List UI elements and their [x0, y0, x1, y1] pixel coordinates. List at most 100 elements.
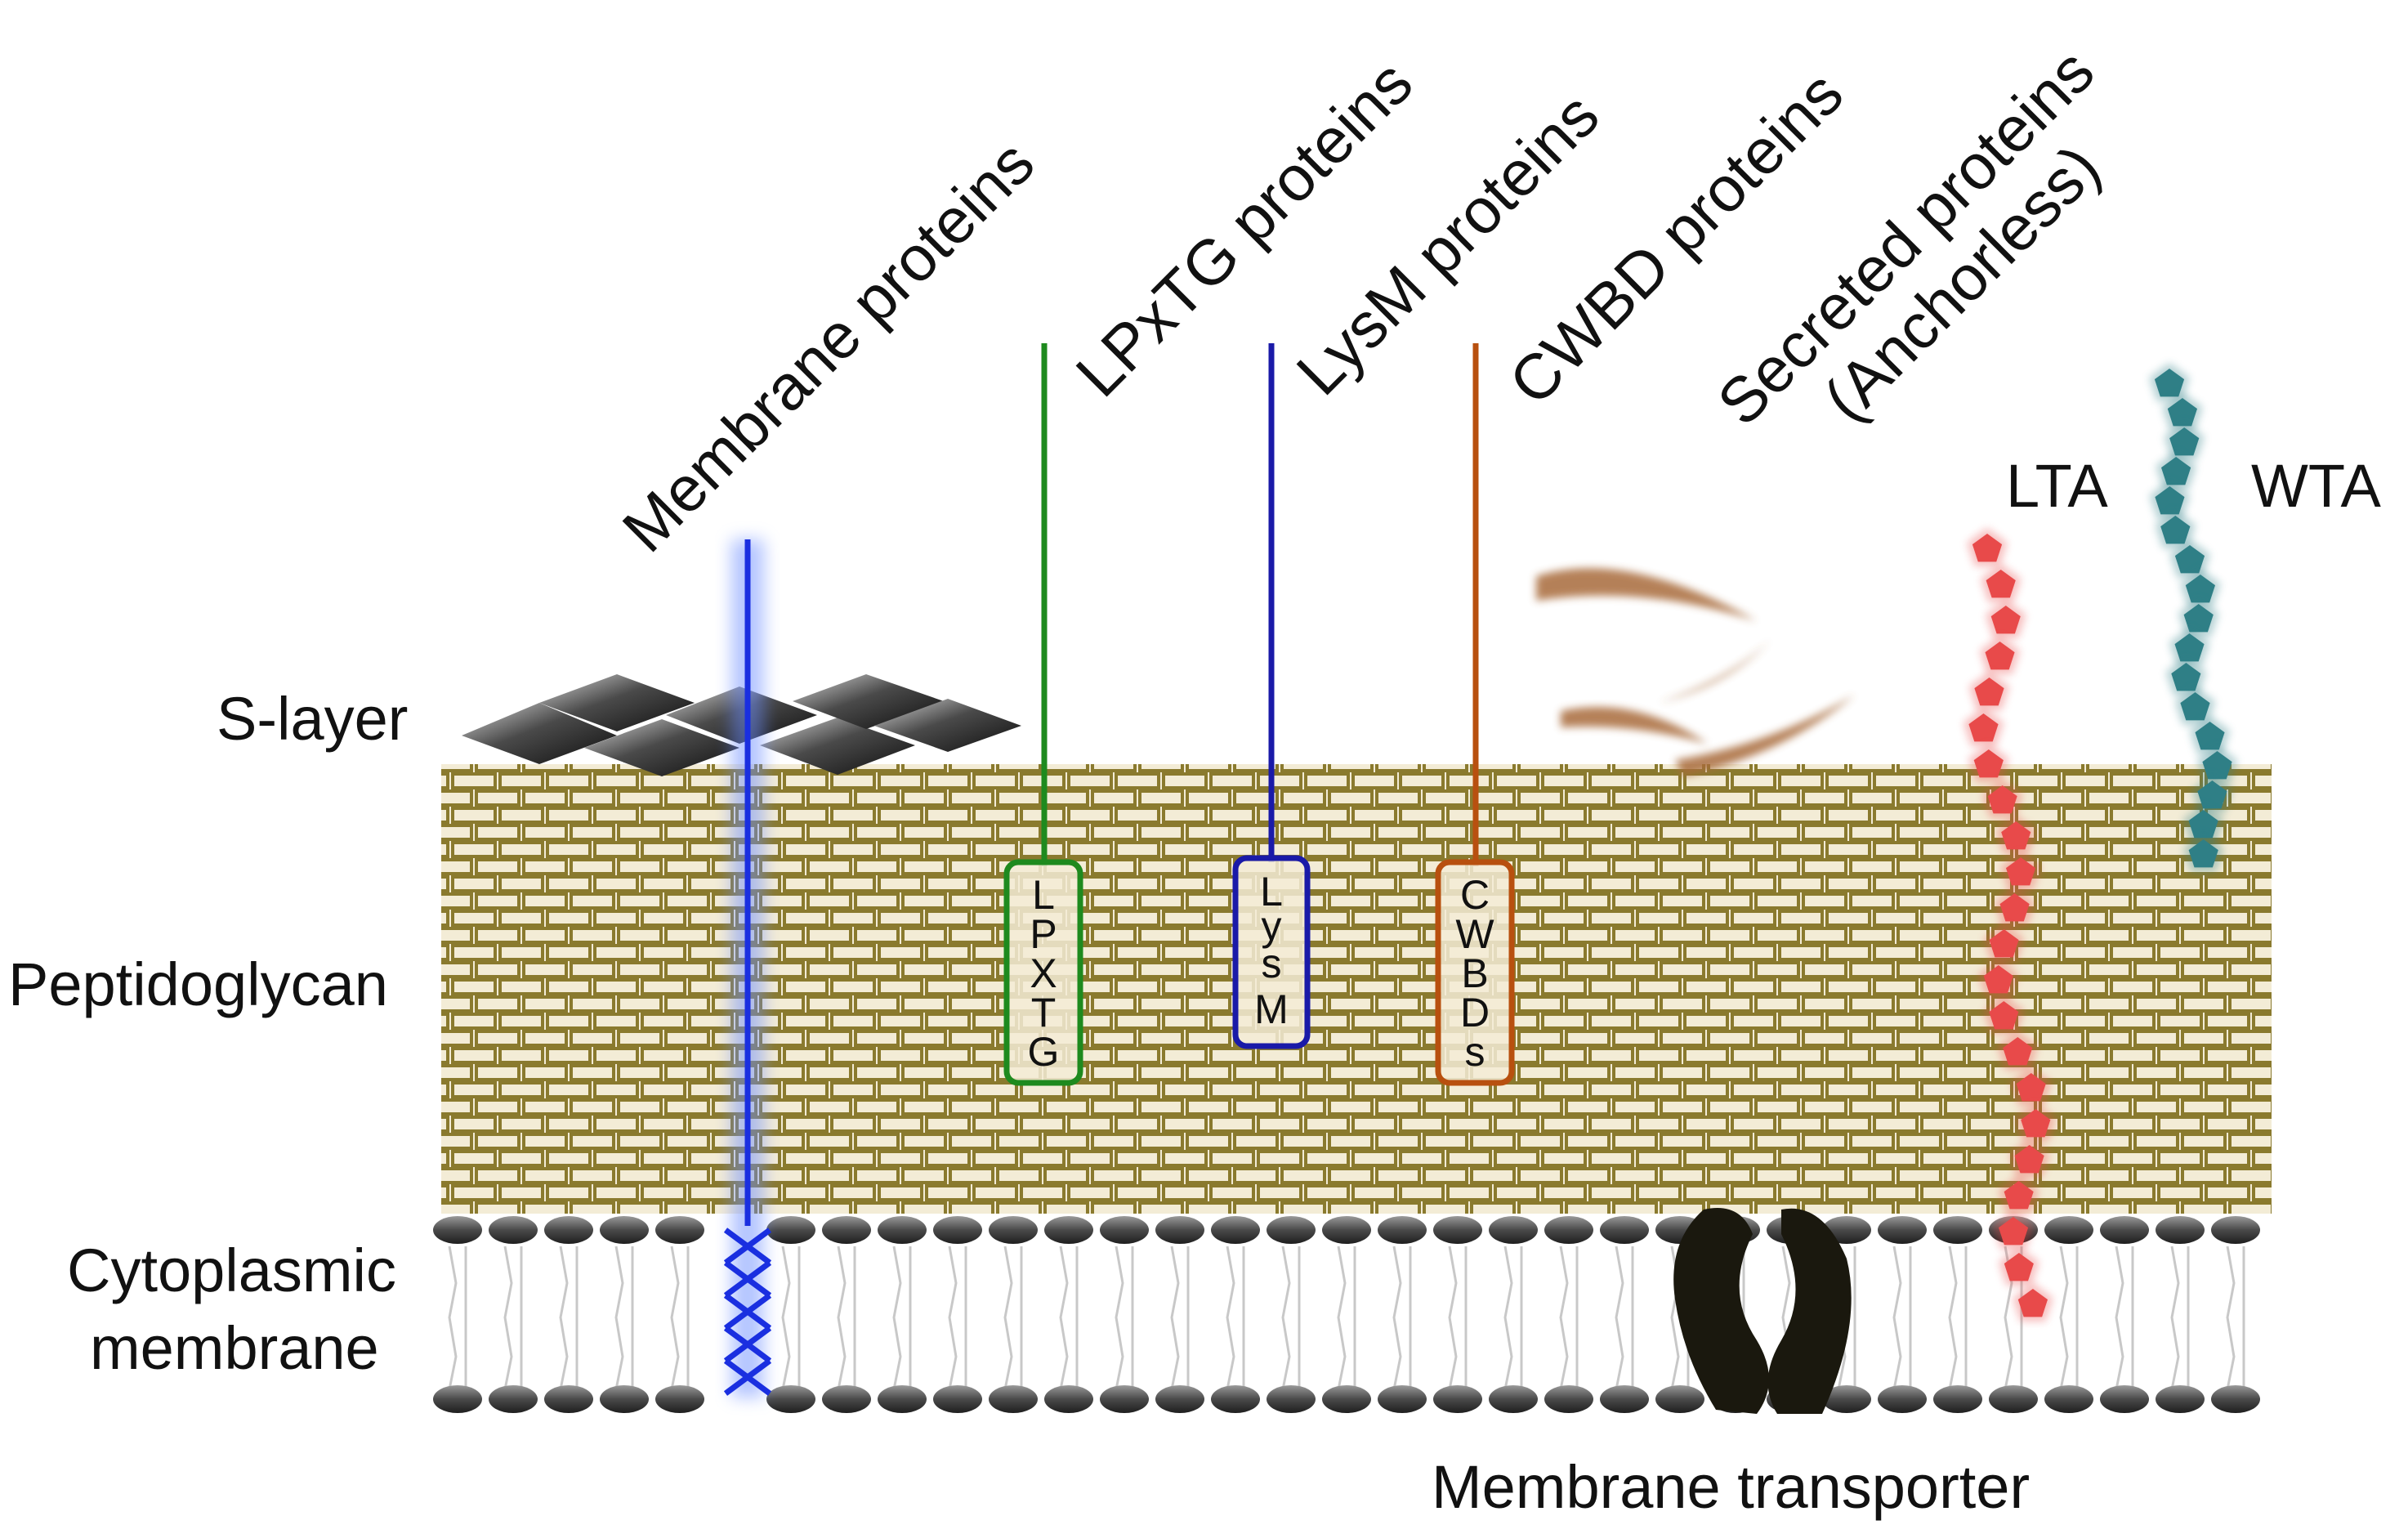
lipid-head: [600, 1385, 649, 1413]
wta-unit: [2174, 633, 2205, 662]
wta-unit: [2197, 780, 2227, 809]
lta-unit: [1983, 965, 2013, 994]
lipid-head: [1433, 1385, 1482, 1413]
lipid-head: [1544, 1216, 1593, 1244]
wta-unit: [2185, 575, 2215, 603]
lipid-head: [1044, 1216, 1093, 1244]
wta-unit: [2188, 810, 2218, 839]
lysm-letter-3: s: [1262, 941, 1282, 986]
wta-unit: [2161, 457, 2191, 485]
lipid-head: [1378, 1385, 1427, 1413]
lipid-head: [1933, 1216, 1982, 1244]
wta-unit: [2155, 486, 2185, 515]
lipid-head: [2044, 1385, 2093, 1413]
cwbd-letter-3: B: [1461, 950, 1488, 996]
label-wta: WTA: [2251, 452, 2382, 520]
cwbd-box: C W B D s: [1435, 859, 1515, 1086]
lta-unit: [2016, 1073, 2046, 1102]
lipid-head: [1489, 1385, 1538, 1413]
lipid-tail: [1170, 1246, 1180, 1390]
lipid-head: [1211, 1216, 1260, 1244]
lipid-head: [1044, 1385, 1093, 1413]
lipid-head: [489, 1216, 538, 1244]
lipid-head: [766, 1385, 815, 1413]
membrane-protein: [723, 539, 772, 1398]
label-s-layer: S-layer: [217, 685, 408, 753]
s-layer-tiles: [462, 674, 1021, 776]
membrane-transporter: [1673, 1208, 1852, 1414]
lipid-head: [822, 1385, 871, 1413]
lipid-head: [1489, 1216, 1538, 1244]
cwbd-letter-5: s: [1465, 1029, 1485, 1075]
lipid-head: [600, 1216, 649, 1244]
lta-unit: [2003, 1037, 2033, 1066]
lipid-head: [1600, 1385, 1649, 1413]
lta-unit: [2017, 1289, 2048, 1317]
lipid-head: [489, 1385, 538, 1413]
lysm-letter-2: y: [1262, 903, 1282, 949]
lipid-head: [2211, 1385, 2260, 1413]
lta-unit: [1999, 893, 2030, 922]
lipid-tail: [1892, 1246, 1902, 1390]
lta-unit: [1974, 678, 2004, 706]
lta-unit: [1985, 642, 2015, 670]
lipid-tail: [1226, 1246, 1235, 1390]
lta-unit: [2006, 857, 2036, 886]
lta-chain: [1963, 528, 2056, 1322]
lipid-tail: [503, 1246, 513, 1390]
label-peptidoglycan: Peptidoglycan: [8, 950, 388, 1018]
lipid-tail: [892, 1246, 902, 1390]
lipid-head: [433, 1216, 482, 1244]
lipid-head: [1544, 1385, 1593, 1413]
lipid-head: [1267, 1216, 1316, 1244]
lipid-head: [2211, 1216, 2260, 1244]
cwbd-letter-1: C: [1460, 872, 1490, 918]
lipid-head: [1989, 1385, 2038, 1413]
lipid-bilayer: [433, 1216, 2260, 1413]
lpxtg-box: L P X T G: [1003, 859, 1083, 1086]
lipid-head: [1433, 1216, 1482, 1244]
lipid-head: [1933, 1385, 1982, 1413]
lipid-tail: [559, 1246, 569, 1390]
lipid-tail: [1948, 1246, 1958, 1390]
wta-unit: [2160, 516, 2191, 544]
lipid-head: [989, 1216, 1038, 1244]
lipid-head: [1822, 1385, 1871, 1413]
lipid-head: [1878, 1385, 1927, 1413]
lipid-head: [1155, 1385, 1204, 1413]
wta-unit: [2202, 751, 2232, 780]
wta-unit: [2167, 398, 2197, 427]
lipid-head: [1378, 1216, 1427, 1244]
wta-unit: [2183, 604, 2214, 633]
lipid-tail: [670, 1246, 680, 1390]
wta-chain: [2149, 363, 2238, 872]
lipid-tail: [837, 1246, 847, 1390]
lipid-head: [2156, 1385, 2205, 1413]
wta-unit: [2195, 722, 2225, 750]
lysm-letter-4: M: [1254, 986, 1289, 1032]
lipid-head: [822, 1216, 871, 1244]
lipid-head: [655, 1216, 704, 1244]
lipid-tail: [948, 1246, 958, 1390]
lipid-tail: [2115, 1246, 2124, 1390]
lipid-head: [2044, 1216, 2093, 1244]
lpxtg-letter-1: L: [1032, 872, 1055, 918]
lipid-head: [1600, 1216, 1649, 1244]
lipid-head: [433, 1385, 482, 1413]
lipid-head: [544, 1216, 593, 1244]
secreted-proteins: [1536, 568, 1855, 776]
wta-unit: [2188, 839, 2218, 868]
wta-unit: [2171, 663, 2201, 691]
wta-unit: [2180, 692, 2210, 721]
lipid-tail: [1337, 1246, 1347, 1390]
lta-unit: [2014, 1145, 2044, 1174]
lipid-tail: [1559, 1246, 1569, 1390]
lta-unit: [1973, 749, 2004, 778]
cwbd-letter-2: W: [1455, 911, 1494, 957]
lta-unit: [2004, 1253, 2034, 1281]
lipid-head: [933, 1385, 982, 1413]
label-membrane: membrane: [90, 1314, 379, 1382]
lipid-head: [2100, 1216, 2149, 1244]
